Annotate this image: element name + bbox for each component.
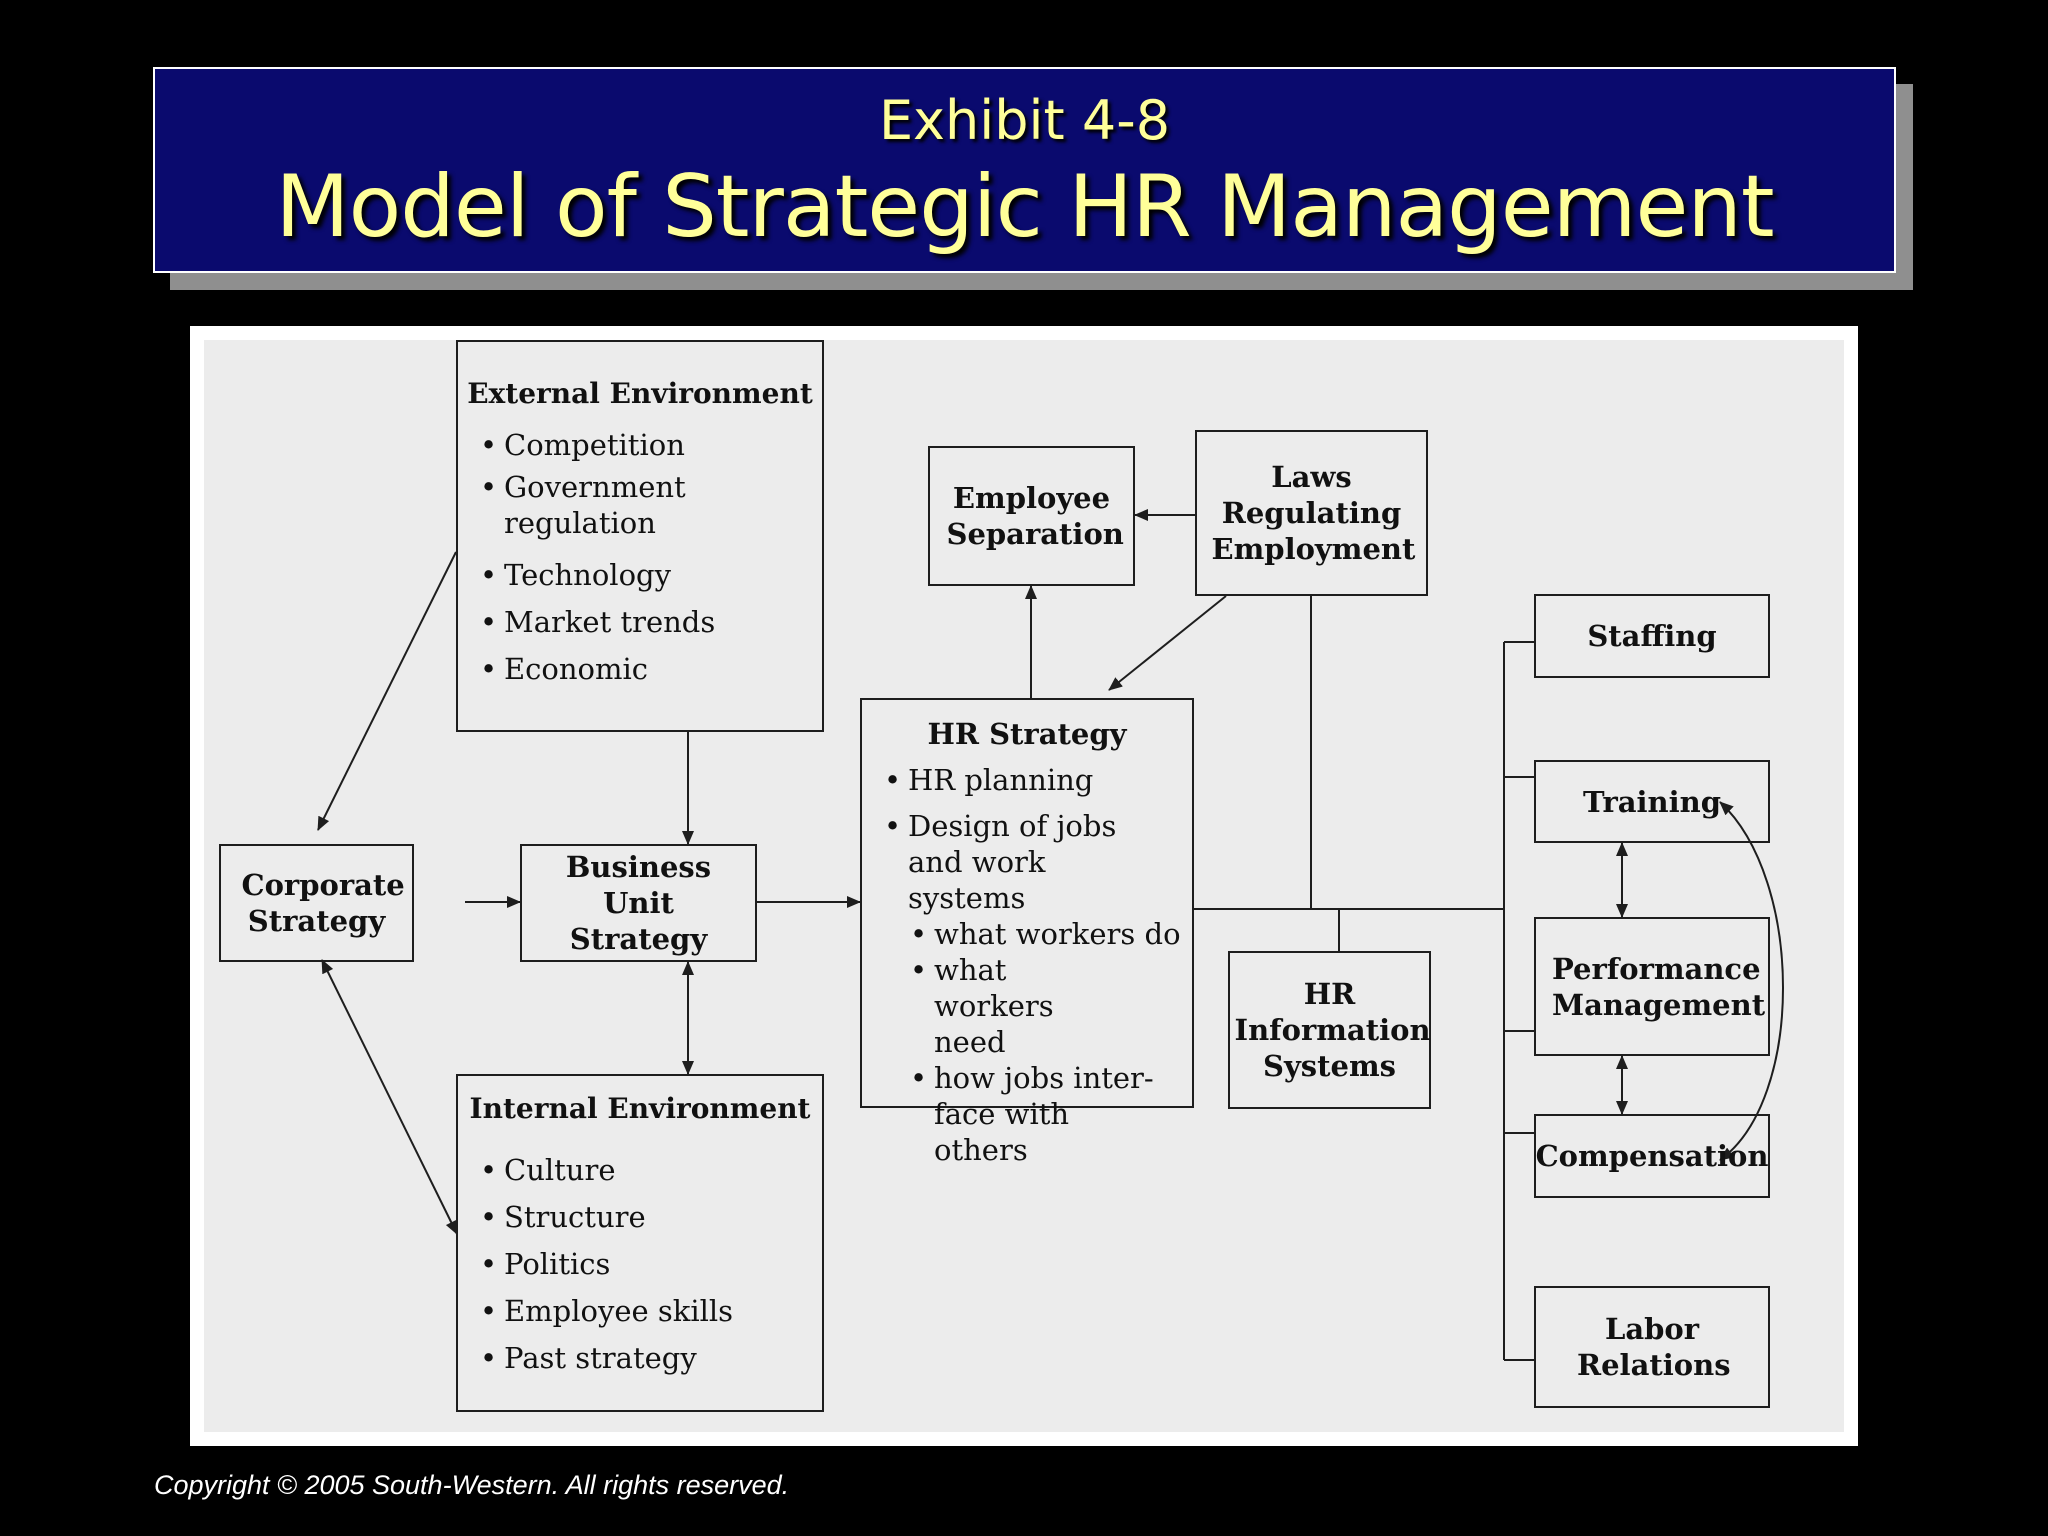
ext-to-corp-arrow bbox=[317, 551, 457, 831]
staffing-box: Staffing bbox=[1534, 594, 1770, 678]
internal-environment-box: Internal Environment Culture Structure P… bbox=[456, 1074, 824, 1412]
hr-information-systems-label: HR Information Systems bbox=[1234, 977, 1431, 1083]
employee-separation-box: Employee Separation bbox=[928, 446, 1135, 586]
title-banner: Exhibit 4-8 Model of Strategic HR Manage… bbox=[153, 67, 1896, 273]
external-environment-box: External Environment Competition Governm… bbox=[456, 340, 824, 732]
exhibit-label: Exhibit 4-8 bbox=[878, 89, 1171, 152]
corp-internal-arrow bbox=[321, 959, 458, 1235]
training-box: Training bbox=[1534, 760, 1770, 843]
list-item: Politics bbox=[458, 1241, 822, 1288]
corporate-strategy-box: Corporate Strategy bbox=[219, 844, 414, 962]
hr-strategy-title: HR Strategy bbox=[927, 717, 1127, 751]
labor-relations-box: Labor Relations bbox=[1534, 1286, 1770, 1408]
list-item: what workers need bbox=[888, 952, 1124, 1060]
compensation-box: Compensation bbox=[1534, 1114, 1770, 1198]
business-unit-strategy-box: Business Unit Strategy bbox=[520, 844, 757, 962]
employee-separation-label: Employee Separation bbox=[946, 481, 1124, 551]
hr-strategy-list: HR planning Design of jobs and work syst… bbox=[862, 762, 1192, 916]
list-item: what workers do bbox=[888, 916, 1192, 952]
external-environment-list: Competition Government regulation Techno… bbox=[458, 422, 822, 693]
performance-management-label: Performance Management bbox=[1552, 951, 1766, 1022]
staffing-label: Staffing bbox=[1587, 619, 1717, 653]
list-item: Structure bbox=[458, 1194, 822, 1241]
compensation-label: Compensation bbox=[1535, 1139, 1769, 1173]
slide-title: Model of Strategic HR Management bbox=[275, 157, 1774, 257]
list-item: Design of jobs and work systems bbox=[862, 808, 1158, 916]
hr-strategy-sublist: what workers do what workers need how jo… bbox=[888, 916, 1192, 1168]
list-item: Economic bbox=[458, 646, 822, 693]
corporate-strategy-label: Corporate Strategy bbox=[241, 868, 405, 938]
hr-information-systems-box: HR Information Systems bbox=[1228, 951, 1431, 1109]
training-label: Training bbox=[1582, 784, 1722, 819]
laws-to-hr-arrow bbox=[1108, 595, 1227, 691]
hr-strategy-box: HR Strategy HR planning Design of jobs a… bbox=[860, 698, 1194, 1167]
business-unit-strategy-label: Business Unit Strategy bbox=[565, 850, 712, 956]
figure-scan: External Environment Competition Governm… bbox=[204, 340, 1844, 1432]
diagram-connectors bbox=[317, 509, 1784, 1361]
labor-relations-label: Labor Relations bbox=[1577, 1312, 1731, 1382]
list-item: Employee skills bbox=[458, 1288, 822, 1335]
list-item: how jobs inter-face with others bbox=[888, 1060, 1164, 1168]
list-item: Government regulation bbox=[458, 469, 704, 552]
laws-regulating-employment-label: Laws Regulating Employment bbox=[1211, 460, 1416, 566]
list-item: Market trends bbox=[458, 599, 822, 646]
copyright-notice: Copyright © 2005 South-Western. All righ… bbox=[154, 1470, 790, 1500]
list-item: Culture bbox=[458, 1147, 822, 1194]
external-environment-title: External Environment bbox=[467, 377, 813, 410]
list-item: Past strategy bbox=[458, 1335, 822, 1382]
figure-panel: External Environment Competition Governm… bbox=[190, 326, 1858, 1446]
internal-environment-title: Internal Environment bbox=[469, 1092, 811, 1125]
internal-environment-list: Culture Structure Politics Employee skil… bbox=[458, 1147, 822, 1382]
performance-management-box: Performance Management bbox=[1534, 917, 1770, 1056]
training-compensation-curve bbox=[1719, 801, 1784, 1161]
list-item: Competition bbox=[458, 422, 822, 469]
list-item: Technology bbox=[458, 552, 822, 599]
laws-regulating-employment-box: Laws Regulating Employment bbox=[1195, 430, 1428, 596]
list-item: HR planning bbox=[862, 762, 1192, 808]
